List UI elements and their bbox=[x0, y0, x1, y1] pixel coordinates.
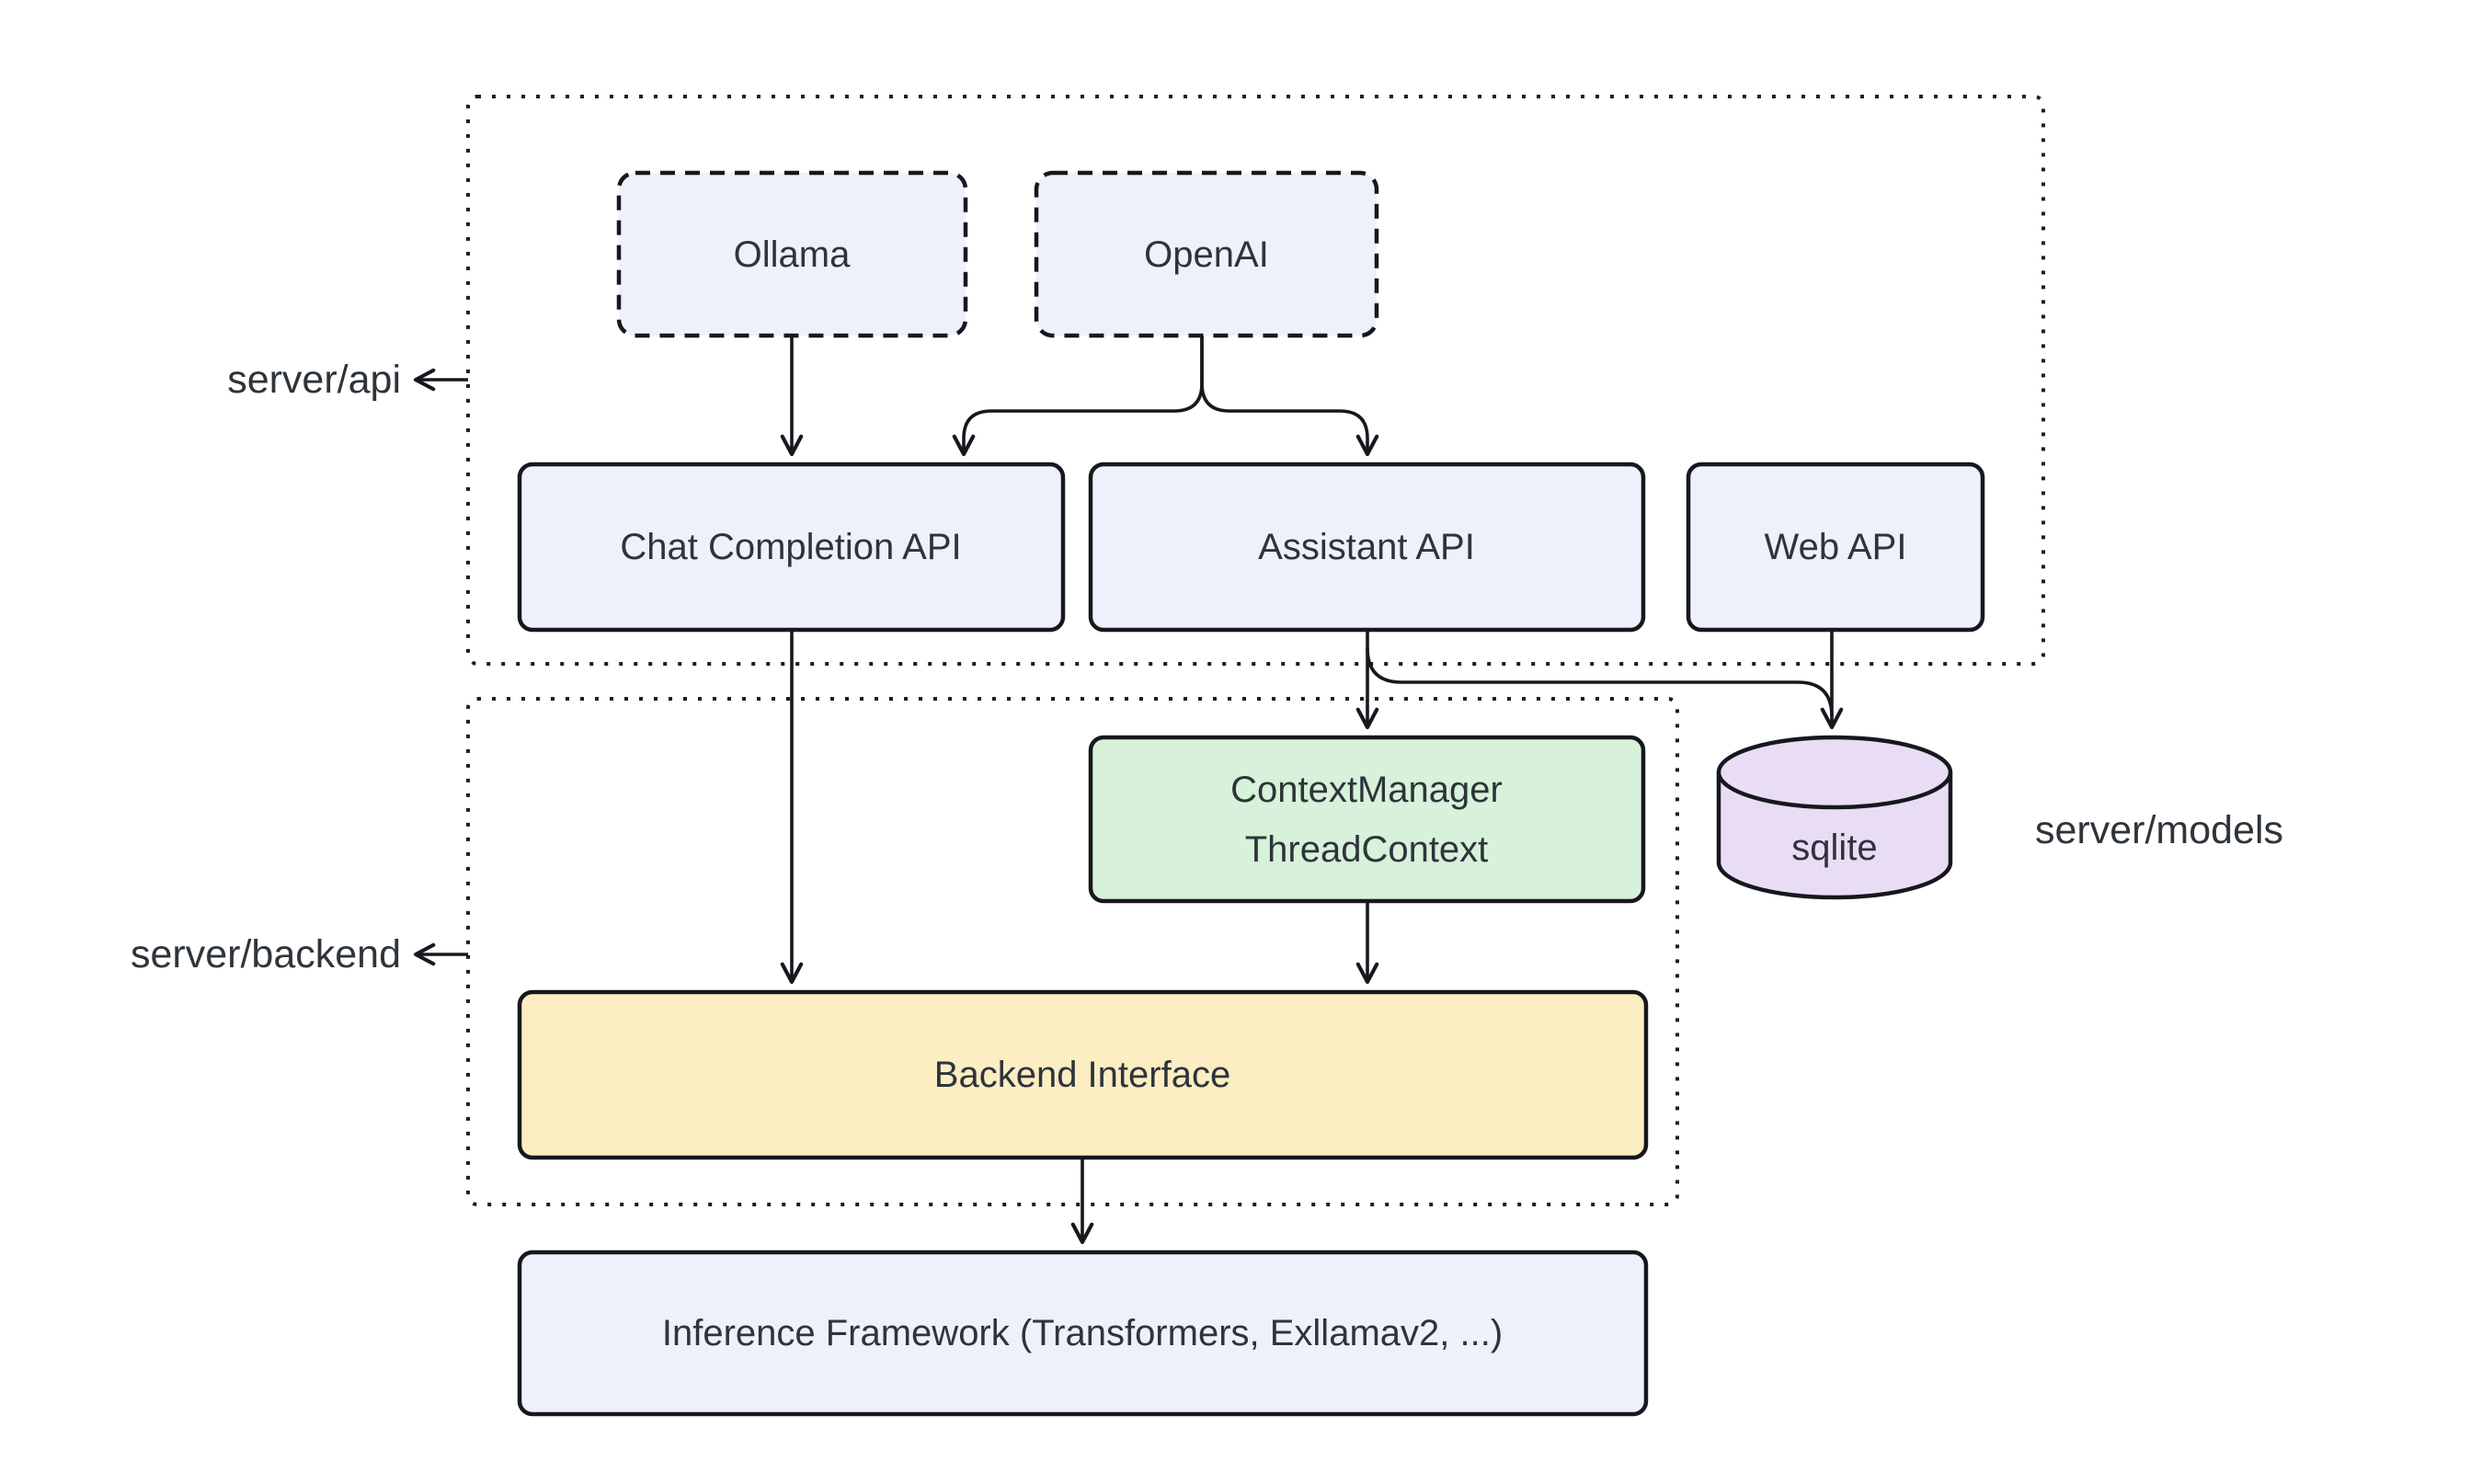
sqlite-label: sqlite bbox=[1791, 828, 1877, 868]
assistant-api-node bbox=[1088, 462, 1646, 633]
server-backend-group-label: server/backend bbox=[131, 932, 401, 976]
ollama-node bbox=[616, 170, 968, 338]
edge-assistant-api-to-sqlite-branch bbox=[1366, 647, 1834, 717]
ollama-node-label: Ollama bbox=[734, 234, 851, 275]
chat-completion-api-node-label: Chat Completion API bbox=[620, 527, 961, 567]
edge-openai-to-assistant-api bbox=[1200, 336, 1379, 457]
context-manager-node-label-line2: ThreadContext bbox=[1245, 829, 1489, 870]
backend-interface-node bbox=[517, 989, 1649, 1160]
web-api-node bbox=[1686, 462, 1985, 633]
inference-framework-node bbox=[517, 1250, 1649, 1417]
assistant-api-node-label: Assistant API bbox=[1258, 527, 1475, 567]
inference-framework-node-label: Inference Framework (Transformers, Exlla… bbox=[662, 1313, 1503, 1353]
edge-openai-to-chat-completion-api bbox=[952, 336, 1204, 457]
server-api-group-label: server/api bbox=[227, 358, 401, 402]
server-models-group-label: server/models bbox=[2035, 808, 2283, 852]
chat-completion-api-node bbox=[517, 462, 1066, 633]
context-manager-node-label-line1: ContextManager bbox=[1230, 770, 1503, 810]
openai-node-label: OpenAI bbox=[1144, 234, 1269, 275]
openai-node bbox=[1034, 170, 1379, 338]
backend-interface-node-label: Backend Interface bbox=[934, 1055, 1230, 1095]
web-api-node-label: Web API bbox=[1765, 527, 1907, 567]
sqlite-cylinder-top bbox=[1716, 735, 1953, 810]
context-manager-node bbox=[1088, 735, 1646, 904]
